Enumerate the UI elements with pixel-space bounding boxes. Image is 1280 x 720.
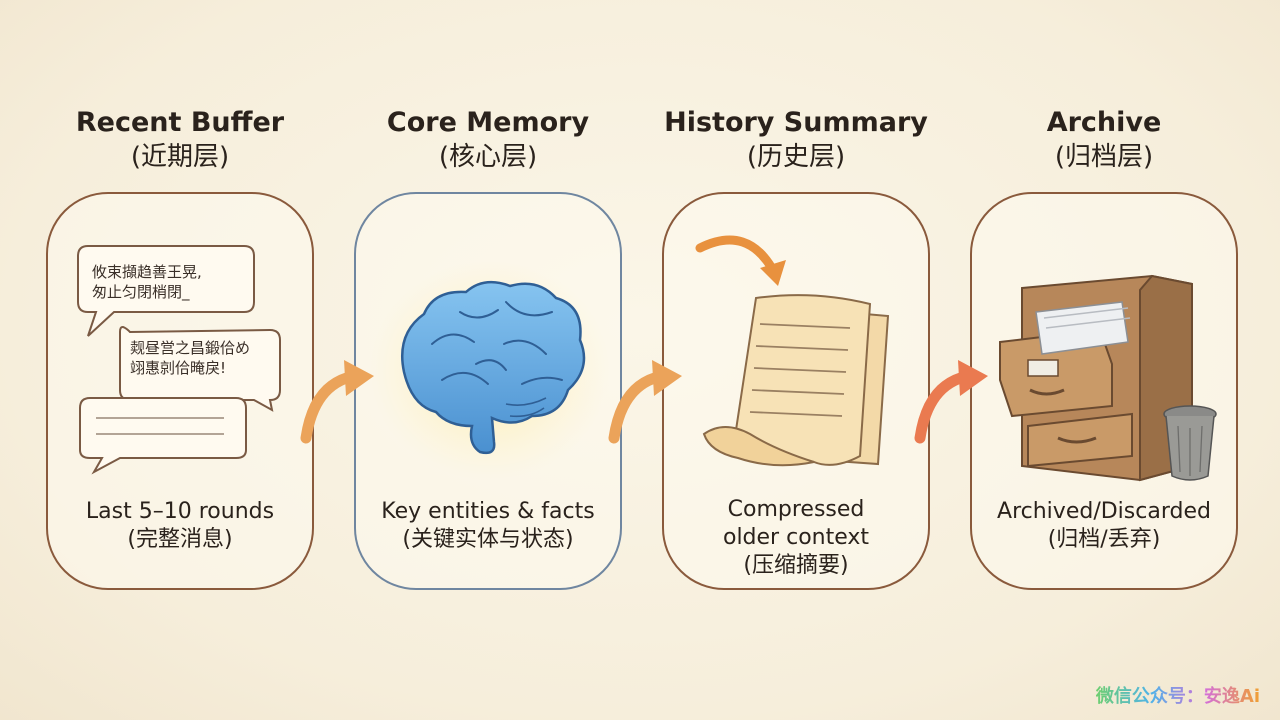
file-cabinet-icon xyxy=(999,274,1217,482)
card-archive: Archived/Discarded (归档/丢弃) xyxy=(970,192,1238,590)
brain-icon xyxy=(370,260,610,480)
caption-history-summary: Compressed older context (压缩摘要) xyxy=(722,497,870,578)
arrow-right-icon-2 xyxy=(608,360,682,444)
subtitle-core-memory: (核心层) xyxy=(438,142,538,172)
card-history-summary: Compressed older context (压缩摘要) xyxy=(662,192,930,590)
subtitle-archive: (归档层) xyxy=(1054,142,1154,172)
caption-archive: Archived/Discarded (归档/丢弃) xyxy=(997,499,1211,552)
subtitle-history-summary: (历史层) xyxy=(746,142,846,172)
caption-core-memory: Key entities & facts (关键实体与状态) xyxy=(381,499,595,552)
caption-recent-buffer: Last 5–10 rounds (完整消息) xyxy=(85,499,275,552)
title-recent-buffer: Recent Buffer (近期层) xyxy=(30,106,330,174)
arrow-right-icon-1 xyxy=(300,360,374,444)
bubble-1-text: 攸束擷趋善王晃,匆止匀閉梢閉_ xyxy=(92,263,202,301)
chat-bubbles-icon xyxy=(77,245,281,475)
arrow-right-icon-3 xyxy=(914,360,988,444)
card-core-memory: Key entities & facts (关键实体与状态) xyxy=(354,192,622,590)
watermark-text: 微信公众号：安逸Ai xyxy=(1096,682,1260,708)
scroll-document-icon xyxy=(695,235,890,467)
title-core-memory: Core Memory (核心层) xyxy=(338,106,638,174)
card-recent-buffer: 攸束擷趋善王晃,匆止匀閉梢閉_ 觌昼営之昌鍛佮め翊惠剠佮晻戾! Last 5–1… xyxy=(46,192,314,590)
title-archive: Archive (归档层) xyxy=(954,106,1254,174)
subtitle-recent-buffer: (近期层) xyxy=(130,142,230,172)
bubble-2-text: 觌昼営之昌鍛佮め翊惠剠佮晻戾! xyxy=(130,339,251,377)
title-history-summary: History Summary (历史层) xyxy=(646,106,946,174)
